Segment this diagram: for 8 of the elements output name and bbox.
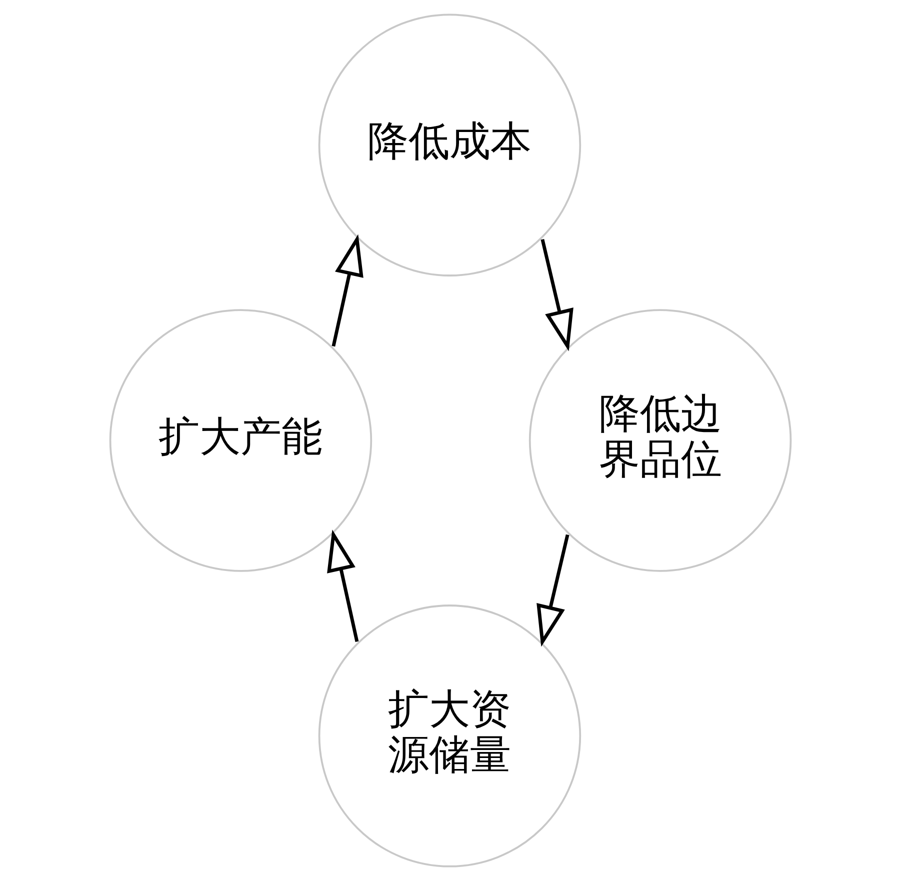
arrow: [536, 534, 569, 647]
arrow: [331, 234, 363, 347]
node-circle: 扩大资源储量: [318, 604, 581, 868]
node-circle: 降低成本: [318, 14, 581, 276]
arrow: [540, 238, 573, 352]
arrow: [326, 530, 358, 642]
node-circle: 扩大产能: [108, 309, 372, 572]
node-circle: 降低边界品位: [528, 309, 792, 572]
